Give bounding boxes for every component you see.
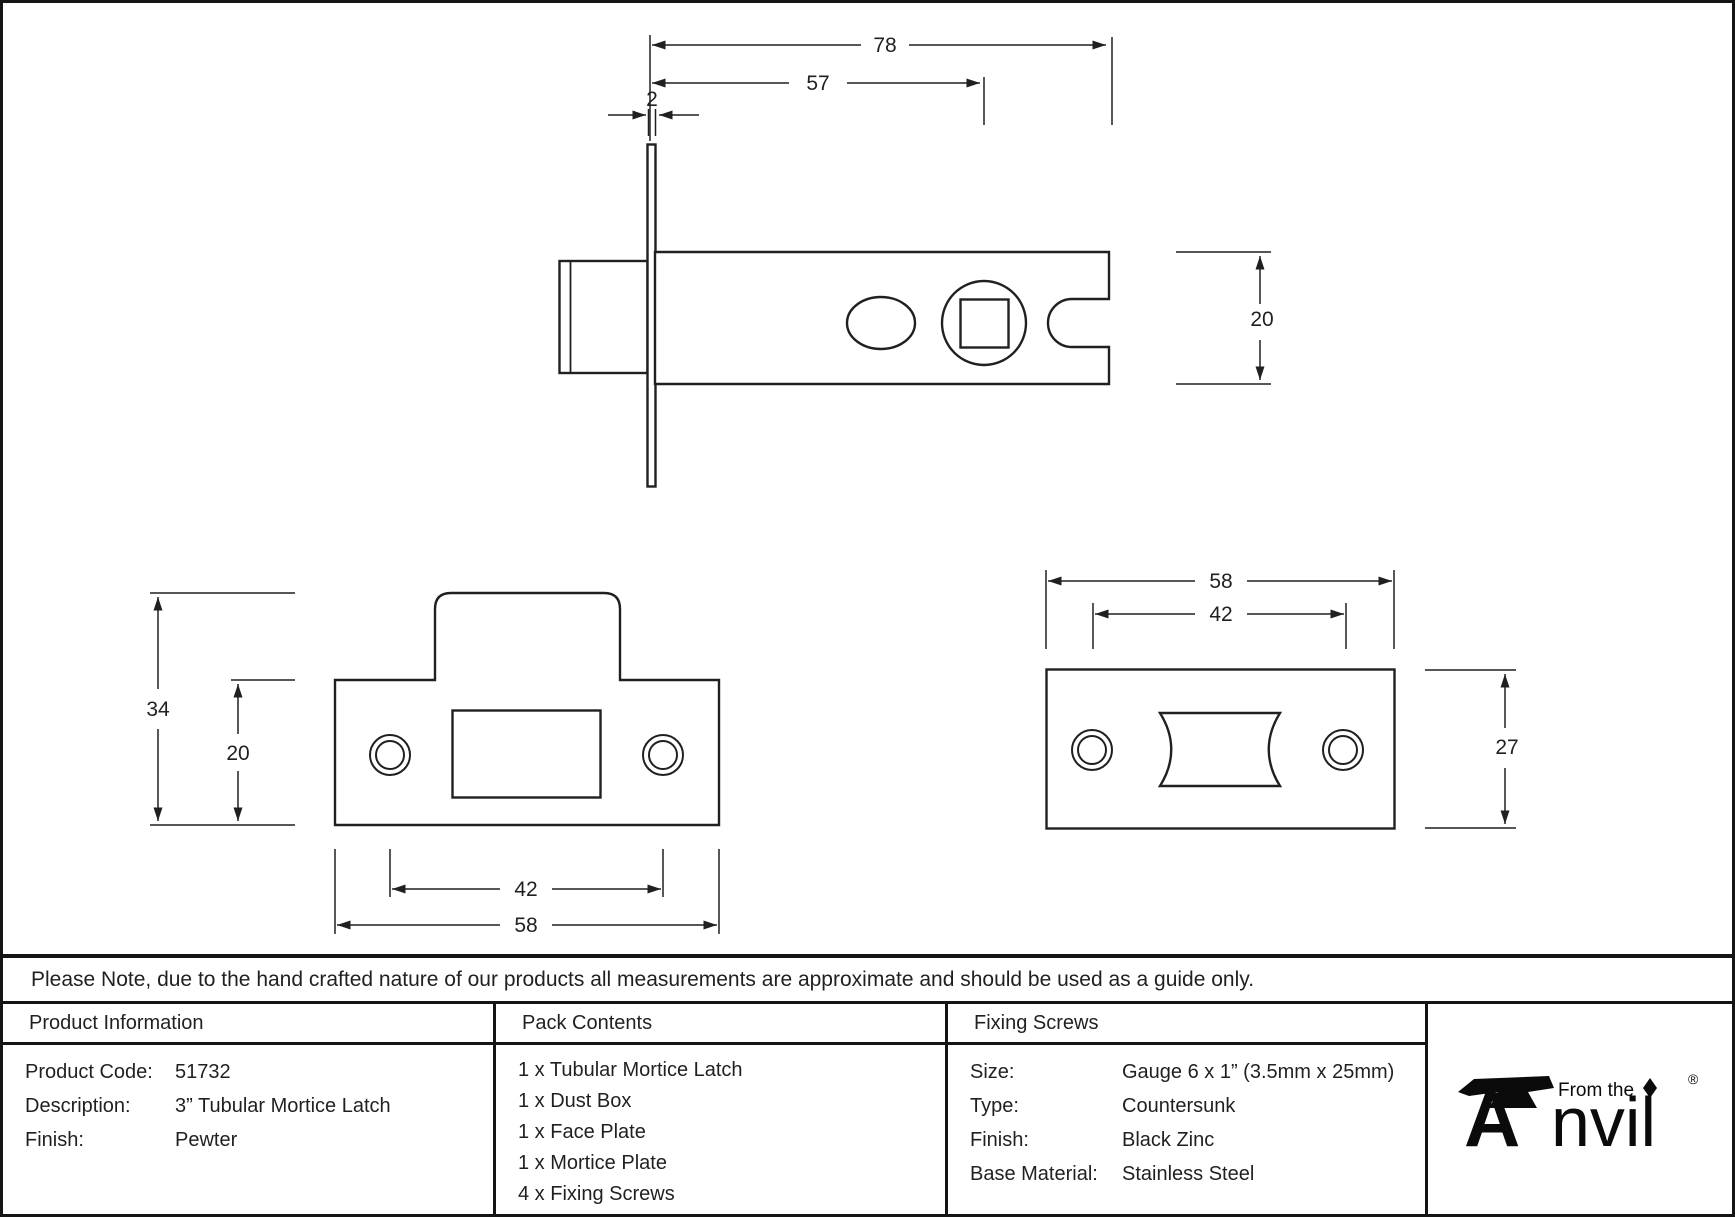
screw-finish-value: Black Zinc	[1122, 1129, 1215, 1151]
mortice-plate-view	[1045, 668, 1396, 830]
base-material-label: Base Material:	[970, 1163, 1098, 1185]
description-value: 3” Tubular Mortice Latch	[175, 1095, 391, 1117]
dim-label-2: 2	[646, 88, 658, 111]
logo-letters-nvil: nvil	[1551, 1083, 1656, 1152]
logo-prefix: From the	[1558, 1080, 1634, 1101]
description-label: Description:	[25, 1095, 131, 1117]
brand-logo-cell: A From the nvil ®	[1425, 1004, 1732, 1214]
note-text: Please Note, due to the hand crafted nat…	[31, 967, 1255, 991]
spec-table: Product Information Product Code: 51732 …	[3, 1004, 1732, 1214]
product-code-value: 51732	[175, 1061, 231, 1083]
table-row: Description: 3” Tubular Mortice Latch	[25, 1089, 493, 1123]
mortice-plate-opening	[1157, 711, 1283, 788]
list-item: 1 x Mortice Plate	[518, 1152, 667, 1174]
screw-hole-left-inner	[1077, 735, 1107, 765]
fixing-screws-column: Fixing Screws Size: Gauge 6 x 1” (3.5mm …	[945, 1004, 1425, 1214]
pack-contents-column: Pack Contents 1 x Tubular Mortice Latch …	[493, 1004, 945, 1214]
screw-size-value: Gauge 6 x 1” (3.5mm x 25mm)	[1122, 1061, 1395, 1083]
dimension-58-faceplate	[334, 849, 720, 934]
from-the-anvil-logo: A From the nvil ®	[1458, 1071, 1699, 1152]
fixing-screws-header: Fixing Screws	[948, 1004, 1425, 1045]
table-row: Base Material: Stainless Steel	[970, 1157, 1425, 1191]
dimension-42-mortice	[1092, 603, 1347, 649]
dim-label-58-mortice: 58	[1209, 570, 1232, 593]
latch-bolt	[558, 259, 649, 375]
product-information-column: Product Information Product Code: 51732 …	[3, 1004, 493, 1214]
face-plate-latch-opening	[451, 709, 602, 799]
finish-label: Finish:	[25, 1129, 84, 1151]
list-item: 1 x Dust Box	[518, 1090, 632, 1112]
dimension-20-case	[1176, 251, 1271, 385]
dimension-27	[1425, 669, 1516, 829]
dim-label-42-mortice: 42	[1209, 603, 1232, 626]
list-item: 1 x Face Plate	[518, 1121, 646, 1143]
table-row: Finish: Pewter	[25, 1123, 493, 1157]
technical-drawing: 78 57 2 20	[146, 34, 1518, 937]
screw-size-label: Size:	[970, 1061, 1015, 1083]
face-plate-outline	[333, 591, 721, 827]
product-code-label: Product Code:	[25, 1061, 153, 1083]
measurement-disclaimer-note: Please Note, due to the hand crafted nat…	[3, 954, 1732, 1004]
dim-label-78: 78	[873, 34, 896, 57]
dim-label-34: 34	[146, 698, 170, 721]
dimension-2	[608, 109, 699, 136]
face-plate-dimensions	[150, 592, 720, 934]
table-row: Product Code: 51732	[25, 1055, 493, 1089]
dim-label-20-plate: 20	[226, 742, 249, 765]
base-material-value: Stainless Steel	[1122, 1163, 1255, 1185]
screw-hole-right-inner	[1328, 735, 1358, 765]
anvil-icon	[1458, 1076, 1554, 1108]
screw-type-label: Type:	[970, 1095, 1019, 1117]
dimension-58-mortice	[1045, 570, 1395, 649]
table-row: Type: Countersunk	[970, 1089, 1425, 1123]
table-row: Size: Gauge 6 x 1” (3.5mm x 25mm)	[970, 1055, 1425, 1089]
registered-trademark-icon: ®	[1688, 1071, 1699, 1087]
table-row: Finish: Black Zinc	[970, 1123, 1425, 1157]
product-information-header: Product Information	[3, 1004, 493, 1045]
screw-hole-right-inner	[648, 740, 678, 770]
dimension-20-plate	[231, 679, 295, 821]
list-item: 4 x Fixing Screws	[518, 1183, 675, 1205]
dimension-42-faceplate	[389, 849, 664, 897]
screw-hole-left-inner	[375, 740, 405, 770]
dimension-34	[150, 592, 295, 826]
screw-finish-label: Finish:	[970, 1129, 1029, 1151]
list-item: 1 x Tubular Mortice Latch	[518, 1059, 743, 1081]
dim-label-42-faceplate: 42	[514, 878, 537, 901]
pack-contents-body: 1 x Tubular Mortice Latch 1 x Dust Box 1…	[496, 1045, 945, 1214]
pack-contents-header: Pack Contents	[496, 1004, 945, 1045]
latch-side-view	[558, 143, 1111, 488]
mortice-plate-dimensions	[1045, 570, 1516, 829]
dim-label-27: 27	[1495, 736, 1518, 759]
dim-label-57: 57	[806, 72, 829, 95]
dim-label-20-case: 20	[1250, 308, 1273, 331]
face-plate-view	[333, 591, 721, 827]
screw-type-value: Countersunk	[1122, 1095, 1236, 1117]
finish-value: Pewter	[175, 1129, 238, 1151]
dim-label-58-faceplate: 58	[514, 914, 537, 937]
diamond-icon	[1643, 1078, 1657, 1098]
spindle-square-hole	[959, 298, 1010, 349]
fixing-screws-body: Size: Gauge 6 x 1” (3.5mm x 25mm) Type: …	[948, 1045, 1425, 1214]
latch-oval-hole	[845, 295, 917, 351]
product-information-body: Product Code: 51732 Description: 3” Tubu…	[3, 1045, 493, 1214]
latch-side-view-dimensions	[608, 35, 1271, 385]
